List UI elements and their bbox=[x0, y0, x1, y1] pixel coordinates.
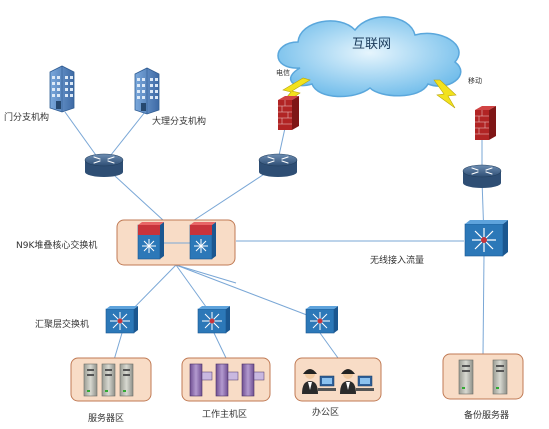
server-icon bbox=[83, 363, 98, 397]
switch-icon bbox=[464, 220, 508, 257]
aggregation-switch-label: 汇聚层交换机 bbox=[35, 320, 90, 330]
office-zone-label: 办公区 bbox=[312, 408, 340, 418]
right-branch-label: 大理分支机构 bbox=[152, 117, 207, 127]
person-icon bbox=[302, 369, 336, 394]
telecom-link-label: 电信 bbox=[276, 69, 290, 77]
router-icon bbox=[462, 164, 502, 188]
switch-icon bbox=[197, 306, 230, 334]
server-icon bbox=[101, 363, 116, 397]
server-icon bbox=[492, 359, 508, 395]
core-switch-panel bbox=[116, 219, 236, 266]
router-icon bbox=[84, 153, 124, 177]
workstation-zone-label: 工作主机区 bbox=[202, 410, 248, 420]
router-icon bbox=[258, 153, 298, 177]
mobile-link-label: 移动 bbox=[468, 77, 482, 85]
backup-zone-panel bbox=[442, 353, 524, 400]
firewall-icon bbox=[278, 96, 299, 130]
switch-icon bbox=[189, 222, 216, 260]
building-icon bbox=[134, 67, 160, 115]
server-icon bbox=[458, 359, 474, 395]
cloud-icon bbox=[277, 16, 462, 98]
server-zone-label: 服务器区 bbox=[88, 414, 125, 424]
firewall-icon bbox=[475, 106, 496, 140]
wireless-access-label: 无线接入流量 bbox=[370, 256, 425, 266]
workstation-icon bbox=[189, 363, 213, 397]
left-branch-label: 门分支机构 bbox=[4, 113, 50, 123]
workstation-icon bbox=[215, 363, 239, 397]
building-icon bbox=[49, 65, 75, 113]
switch-icon bbox=[137, 222, 164, 260]
core-switch-label: N9K堆叠核心交换机 bbox=[16, 241, 98, 251]
lightning-icon bbox=[433, 79, 457, 109]
workstation-icon bbox=[241, 363, 265, 397]
switch-icon bbox=[305, 306, 338, 334]
switch-icon bbox=[105, 306, 138, 334]
server-icon bbox=[119, 363, 134, 397]
person-icon bbox=[340, 369, 374, 394]
backup-zone-label: 备份服务器 bbox=[464, 411, 510, 421]
internet-label: 互联网 bbox=[352, 37, 392, 52]
